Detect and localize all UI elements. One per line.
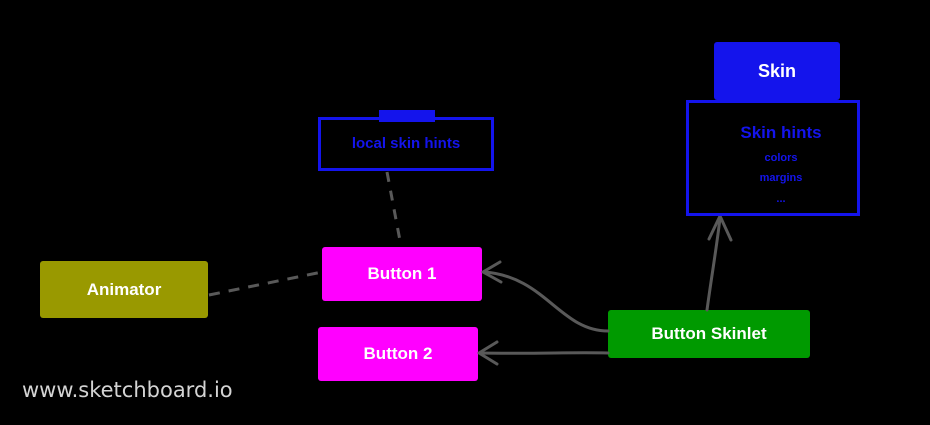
node-skin-hints-title: Skin hints xyxy=(740,123,822,142)
node-animator-label: Animator xyxy=(86,279,162,299)
node-local-skin-hints-label: local skin hints xyxy=(351,135,461,153)
note-tab-icon xyxy=(379,110,435,122)
connector-skinlet-to-button2 xyxy=(479,351,610,355)
node-skin-hints-item-margins: margins xyxy=(759,172,803,185)
connector-animator-to-button1 xyxy=(208,270,323,297)
node-skin-hints-item-colors: colors xyxy=(764,151,798,164)
node-skin-hints-item-ellipsis: ... xyxy=(776,192,786,205)
connector-skinlet-to-button1 xyxy=(482,270,610,333)
node-button-skinlet-label: Button Skinlet xyxy=(651,324,767,344)
watermark: www.sketchboard.io xyxy=(22,378,233,402)
node-button-1[interactable]: Button 1 xyxy=(322,247,482,301)
connector-local-skin-hints-to-button1 xyxy=(385,171,403,247)
node-local-skin-hints[interactable]: local skin hints xyxy=(318,110,494,171)
node-button-skinlet[interactable]: Button Skinlet xyxy=(608,310,810,358)
node-skin[interactable]: Skin xyxy=(714,42,840,100)
node-skin-label: Skin xyxy=(757,60,796,81)
node-animator[interactable]: Animator xyxy=(40,261,208,318)
node-button-2[interactable]: Button 2 xyxy=(318,327,478,381)
arrowhead-button1 xyxy=(481,260,503,284)
arrowhead-button2 xyxy=(477,340,499,366)
node-skin-hints[interactable]: Skin hints colors margins ... xyxy=(686,100,860,216)
arrowhead-skin-hints xyxy=(707,214,733,242)
node-button-1-label: Button 1 xyxy=(367,264,437,284)
connector-skinlet-to-skin-hints xyxy=(705,216,722,312)
node-button-2-label: Button 2 xyxy=(363,344,433,364)
